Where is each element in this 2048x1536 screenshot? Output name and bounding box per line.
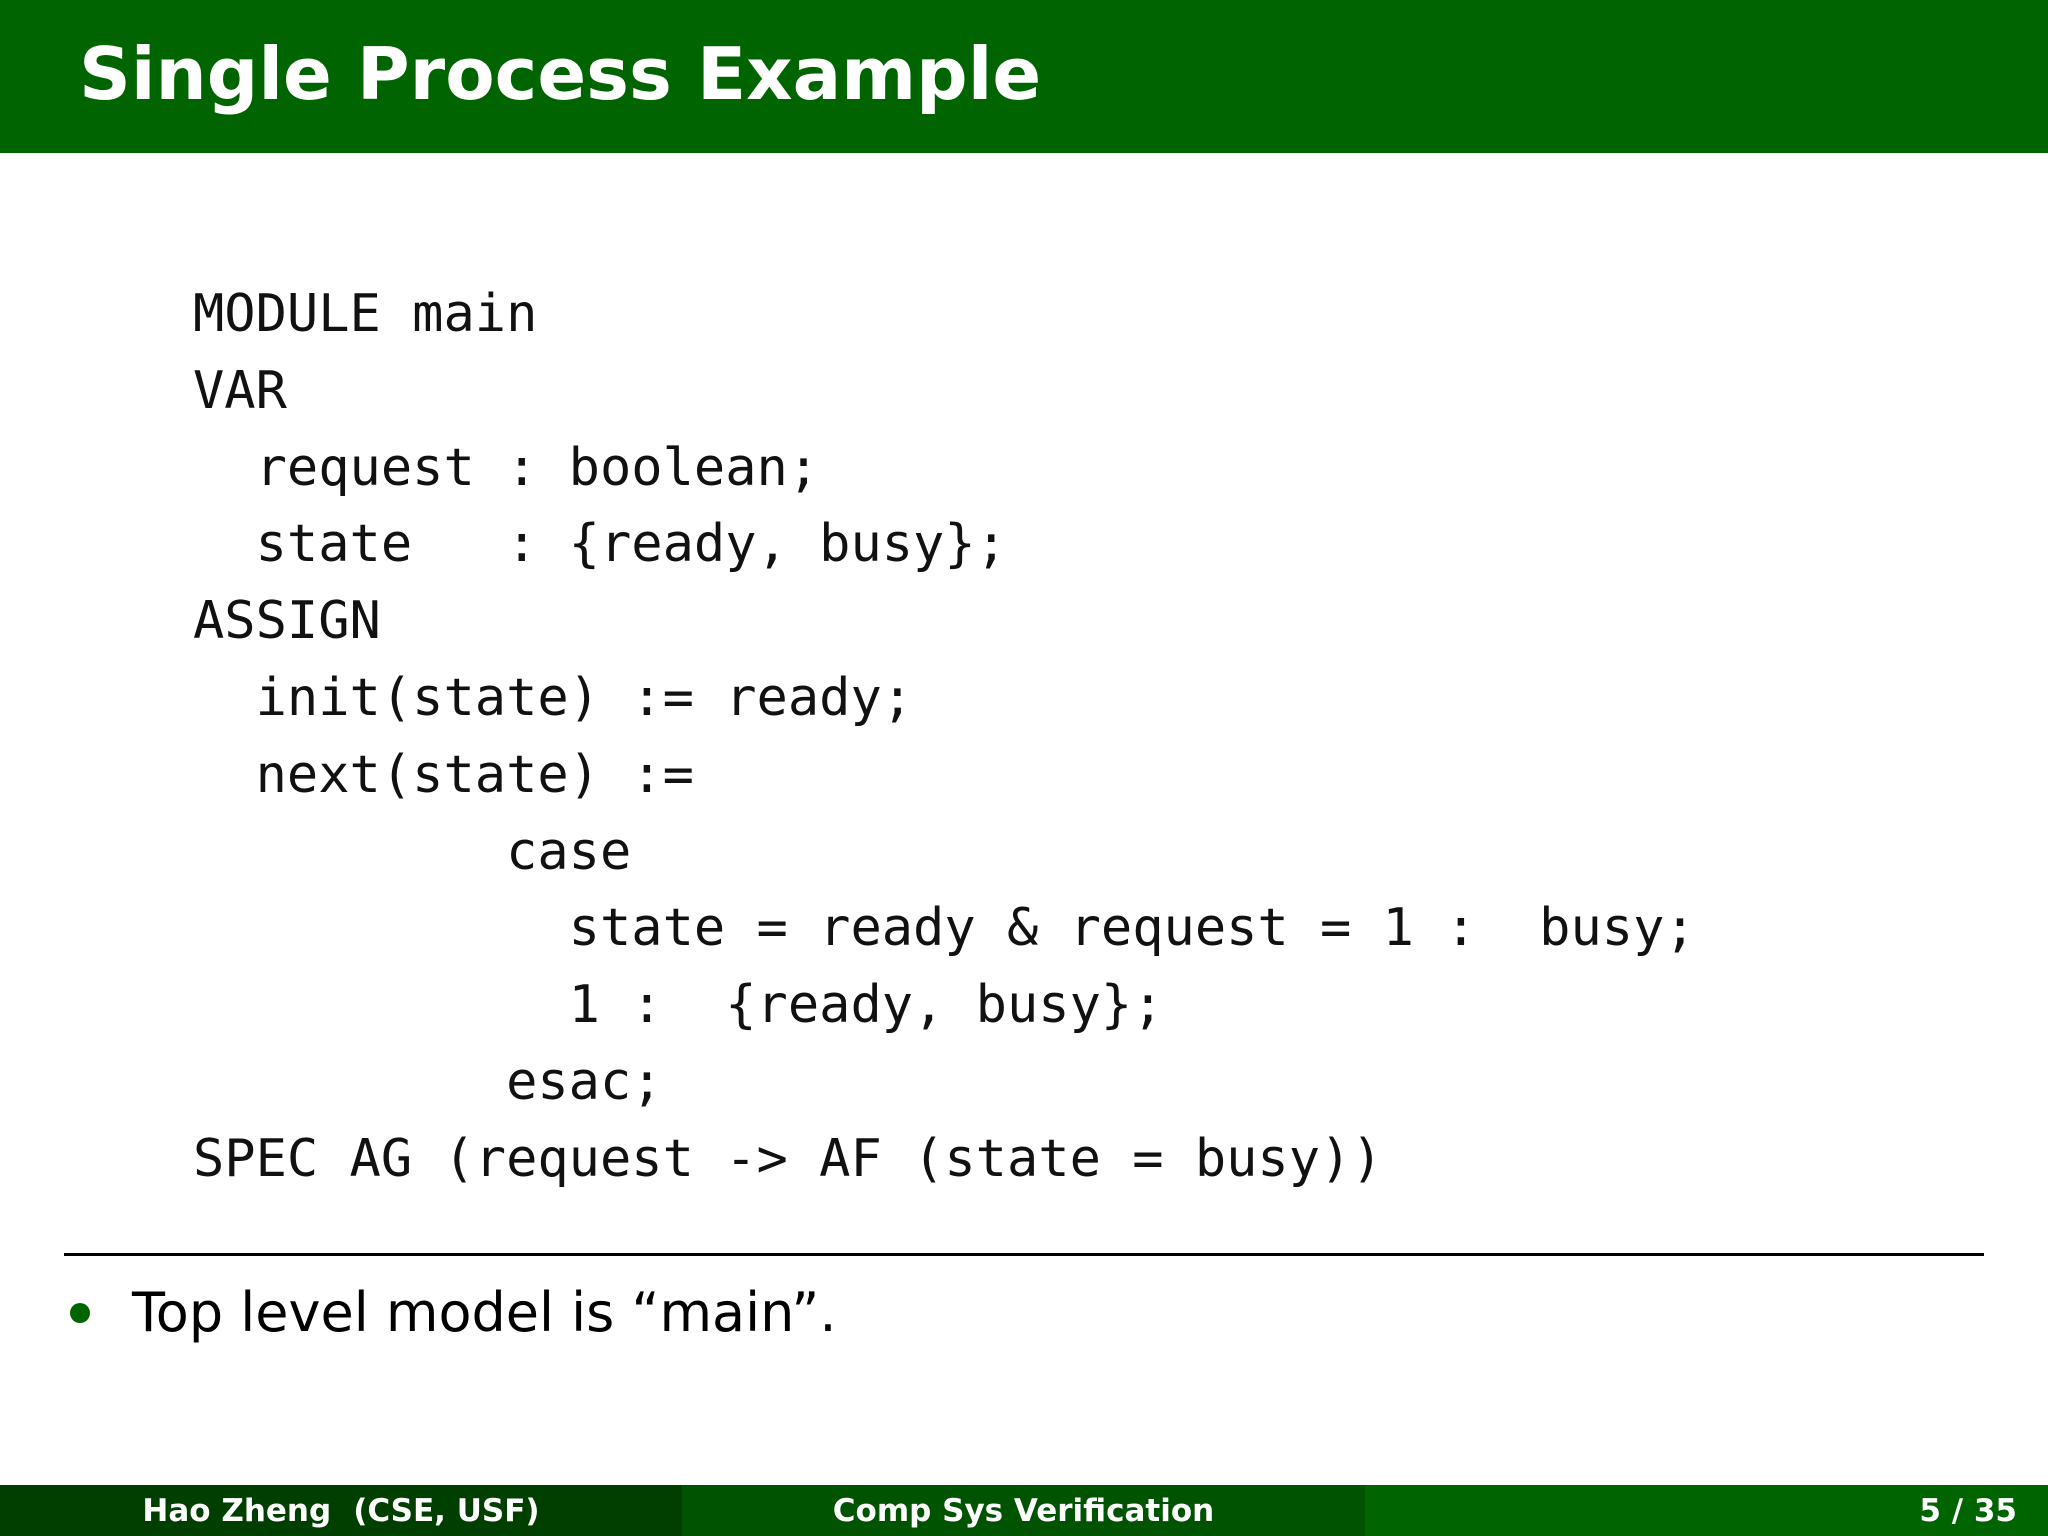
title-bar: Single Process Example xyxy=(0,0,2048,153)
footer-course: Comp Sys Verification xyxy=(832,1492,1215,1529)
code-line: esac; xyxy=(193,1051,663,1112)
footer-page-section: 5 / 35 xyxy=(1365,1485,2048,1536)
code-line: SPEC AG (request -> AF (state = busy)) xyxy=(193,1128,1383,1189)
footer-course-section: Comp Sys Verification xyxy=(682,1485,1365,1536)
footer-affiliation: (CSE, USF) xyxy=(353,1492,540,1529)
code-line: request : boolean; xyxy=(193,437,820,498)
code-line: case xyxy=(193,821,632,882)
bullet-item: Top level model is “main”. xyxy=(70,1278,837,1348)
footer-author: Hao Zheng xyxy=(142,1492,332,1529)
code-line: 1 : {ready, busy}; xyxy=(193,975,1164,1036)
footer: Hao Zheng (CSE, USF) Comp Sys Verificati… xyxy=(0,1485,2048,1536)
bullet-dot-icon xyxy=(70,1303,90,1323)
code-line: next(state) := xyxy=(193,744,694,805)
code-line: state = ready & request = 1 : busy; xyxy=(193,898,1696,959)
footer-author-section: Hao Zheng (CSE, USF) xyxy=(0,1485,682,1536)
slide-title: Single Process Example xyxy=(79,32,1042,116)
code-line: VAR xyxy=(193,360,287,421)
code-line: ASSIGN xyxy=(193,591,381,652)
divider xyxy=(64,1253,1984,1256)
code-line: init(state) := ready; xyxy=(193,667,914,728)
page-indicator: 5 / 35 xyxy=(1919,1492,2017,1529)
bullet-text: Top level model is “main”. xyxy=(132,1281,837,1344)
code-line: state : {ready, busy}; xyxy=(193,514,1007,575)
code-line: MODULE main xyxy=(193,284,538,344)
